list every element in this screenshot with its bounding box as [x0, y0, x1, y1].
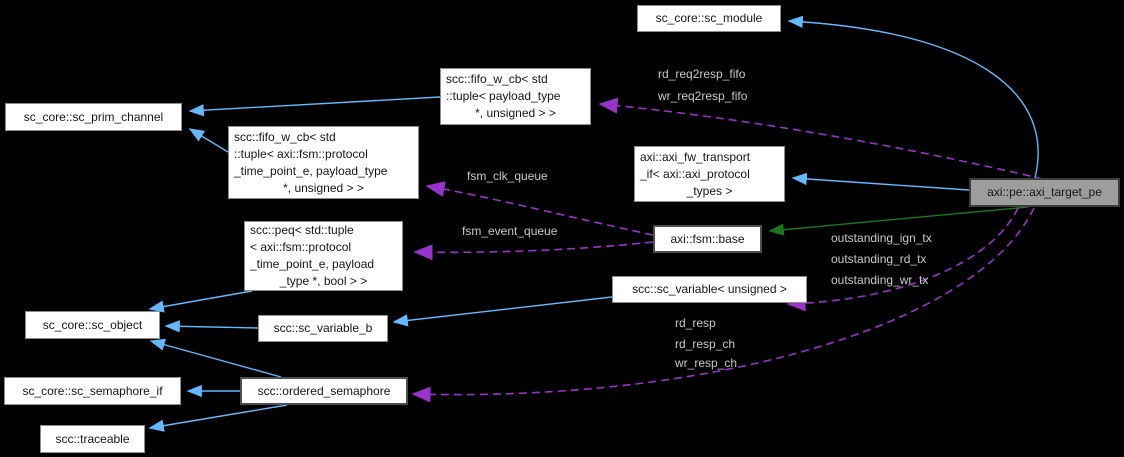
node-scc-peq[interactable]: scc::peq< std::tuple < axi::fsm::protoco…: [244, 221, 403, 291]
node-sc-core-sc-prim-channel[interactable]: sc_core::sc_prim_channel: [5, 103, 182, 131]
edge-target-pe-to-fw-transport: [791, 172, 970, 191]
node-axi-pe-axi-target-pe-current: axi::pe::axi_target_pe: [969, 178, 1120, 207]
edge-label-rd-resp: rd_resp: [675, 316, 716, 330]
node-label-line: _time_point_e, payload_type: [234, 163, 388, 178]
edge-fifo-payload-to-prim-channel: [188, 96, 441, 117]
edge-usage-resp-semaphore: [411, 207, 1035, 403]
node-sc-core-sc-semaphore-if[interactable]: sc_core::sc_semaphore_if: [4, 377, 181, 405]
node-label: axi::fsm::base: [670, 231, 745, 246]
node-scc-traceable[interactable]: scc::traceable: [40, 425, 145, 453]
node-label-line: ::tuple< axi::fsm::protocol: [234, 146, 368, 161]
edge-label-fsm-clk-queue: fsm_clk_queue: [467, 169, 548, 183]
node-label-line: _types >: [686, 183, 733, 198]
edge-label-wr-req2resp-fifo: wr_req2resp_fifo: [658, 89, 748, 103]
edge-ordered-sem-to-traceable: [148, 404, 288, 432]
edge-sc-variable-u-to-variable-b: [392, 296, 613, 327]
edge-label-rd-resp-ch: rd_resp_ch: [675, 337, 736, 351]
node-scc-fifo-w-cb-payload[interactable]: scc::fifo_w_cb< std ::tuple< payload_typ…: [440, 68, 591, 125]
node-axi-fsm-base[interactable]: axi::fsm::base: [653, 225, 762, 253]
node-label-line: _type *, bool > >: [279, 274, 368, 288]
node-label: scc::ordered_semaphore: [257, 383, 391, 398]
node-label-line: *, unsigned > >: [475, 106, 556, 120]
node-scc-sc-variable-unsigned[interactable]: scc::sc_variable< unsigned >: [612, 276, 807, 303]
node-label-line: scc::peq< std::tuple: [250, 223, 354, 237]
node-label: scc::traceable: [55, 431, 130, 446]
node-scc-ordered-semaphore[interactable]: scc::ordered_semaphore: [240, 377, 408, 405]
node-label: sc_core::sc_semaphore_if: [22, 383, 163, 398]
edge-label-fsm-event-queue: fsm_event_queue: [462, 224, 558, 238]
edge-label-outstanding-ign-tx: outstanding_ign_tx: [831, 231, 932, 245]
node-scc-sc-variable-b[interactable]: scc::sc_variable_b: [258, 315, 388, 342]
node-label: sc_core::sc_module: [655, 11, 763, 25]
node-label-line: scc::fifo_w_cb< std: [234, 129, 336, 144]
node-label: sc_core::sc_prim_channel: [23, 109, 164, 124]
edge-peq-to-sc-object: [148, 290, 253, 313]
edge-fifo-tpe-to-prim-channel: [188, 128, 229, 153]
node-label: axi::pe::axi_target_pe: [987, 185, 1102, 199]
node-label-line: _if< axi::axi_protocol: [640, 166, 750, 181]
node-label-line: < axi::fsm::protocol: [250, 240, 352, 254]
node-axi-fw-transport-if[interactable]: axi::axi_fw_transport _if< axi::axi_prot…: [634, 146, 785, 202]
edge-label-outstanding-wr-tx: outstanding_wr_tx: [831, 273, 929, 287]
node-label-line: scc::fifo_w_cb< std: [446, 72, 548, 86]
node-label-line: ::tuple< payload_type: [446, 89, 561, 103]
edge-sc-variable-b-to-sc-object: [164, 320, 259, 333]
node-label: scc::sc_variable_b: [273, 321, 373, 335]
edge-usage-req2resp-fifo: [598, 97, 1044, 180]
edge-label-rd-req2resp-fifo: rd_req2resp_fifo: [658, 67, 746, 81]
node-label: scc::sc_variable< unsigned >: [632, 282, 787, 296]
edge-usage-outstanding-tx: [786, 207, 1019, 312]
edge-target-pe-to-fsm-base: [768, 206, 1029, 236]
node-label-line: *, unsigned > >: [283, 180, 364, 195]
node-label: sc_core::sc_object: [42, 317, 143, 332]
node-sc-core-sc-module[interactable]: sc_core::sc_module: [637, 5, 781, 32]
edge-label-outstanding-rd-tx: outstanding_rd_tx: [831, 252, 927, 266]
node-label-line: _time_point_e, payload: [250, 257, 375, 271]
node-scc-fifo-w-cb-time-point[interactable]: scc::fifo_w_cb< std ::tuple< axi::fsm::p…: [228, 126, 419, 199]
edge-target-pe-to-sc-module: [787, 15, 1039, 179]
edge-ordered-sem-to-sc-object: [149, 338, 282, 378]
edge-label-wr-resp-ch: wr_resp_ch: [675, 356, 738, 370]
node-label-line: axi::axi_fw_transport: [640, 149, 751, 164]
node-sc-core-sc-object[interactable]: sc_core::sc_object: [25, 311, 160, 339]
edge-usage-fsm-event-queue: [413, 241, 654, 261]
